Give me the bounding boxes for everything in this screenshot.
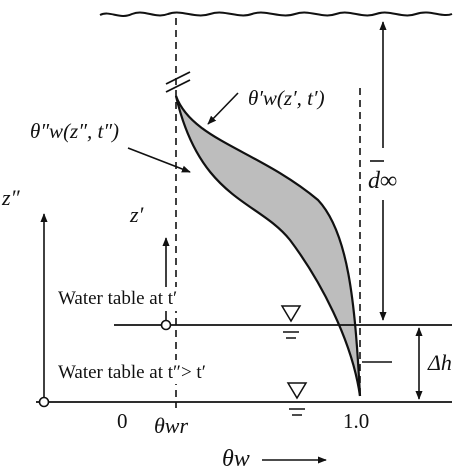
d-infinity-label: d∞ (368, 168, 397, 194)
water-table-t-double-prime-label: Water table at t″> t′ (58, 362, 206, 383)
tick-zero-label: 0 (117, 409, 128, 433)
break-mark-2 (165, 79, 191, 93)
theta-prime-profile-curve (174, 95, 362, 397)
theta-double-prime-label: θ″w(z″, t″) (30, 119, 119, 143)
water-table-t-prime-label: Water table at t′ (58, 288, 177, 309)
z-prime-label: z′ (129, 202, 145, 227)
theta-prime-label: θ′w(z′, t′) (248, 86, 325, 110)
water-table-t-double-prime-label-background (56, 360, 276, 384)
water-table-t-double-prime-symbol-icon (286, 382, 308, 400)
theta-w-axis-label: θw (222, 446, 250, 472)
water-table-t-prime-symbol-icon (280, 305, 302, 323)
moisture-difference-region (176, 96, 360, 396)
theta-wr-label-text: θwr (154, 413, 188, 438)
d-infinity-label-background (366, 148, 412, 200)
theta-prime-pointer-arrow (207, 92, 239, 125)
z-double-prime-label: z″ (1, 185, 21, 210)
water-table-t-double-prime-origin (38, 396, 50, 408)
theta-double-prime-profile-curve (174, 95, 362, 397)
water-table-t-prime-origin (160, 319, 172, 331)
theta-wr-label: θwr (154, 413, 188, 438)
ground-surface-line (99, 11, 453, 17)
delta-h-label: Δh (427, 350, 452, 375)
water-table-t-prime-label-background (56, 287, 218, 311)
tick-one-label: 1.0 (343, 409, 369, 433)
delta-h-label-background (428, 348, 464, 378)
break-mark-1 (165, 71, 191, 85)
theta-double-prime-pointer-arrow (127, 147, 191, 173)
